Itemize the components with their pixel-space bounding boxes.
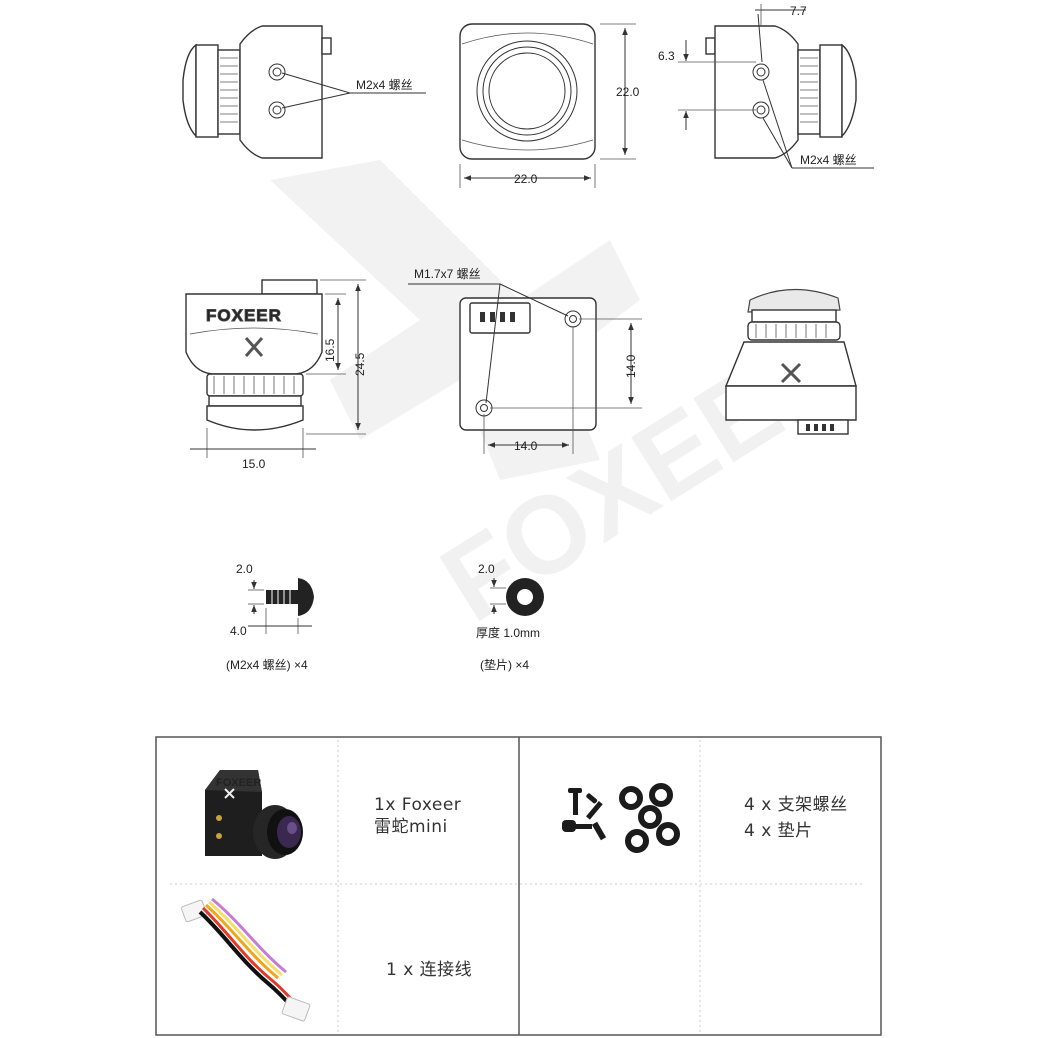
package-item-cable: 1 x 连接线 — [386, 960, 472, 980]
screw-caption: (M2x4 螺丝) ×4 — [226, 658, 308, 672]
side-view-left — [182, 25, 426, 159]
top-view-left — [185, 279, 366, 458]
cable-photo — [180, 897, 311, 1022]
camera-photo: FOXEER — [205, 770, 303, 859]
dim-width-mid: 15.0 — [242, 457, 266, 471]
screw-drawing — [248, 578, 314, 634]
front-view — [459, 23, 636, 188]
brand-label: FOXEER — [206, 306, 282, 325]
package-table — [155, 736, 882, 1036]
dim-hole-horizontal: 14.0 — [514, 439, 538, 453]
dim-height-total: 24.5 — [353, 352, 367, 376]
dim-screw-length: 4.0 — [230, 624, 247, 638]
dim-hole-vertical: 14.0 — [624, 354, 638, 378]
dim-washer: 2.0 — [478, 562, 495, 576]
dim-screw-head: 2.0 — [236, 562, 253, 576]
dim-height-short: 16.5 — [323, 338, 337, 362]
package-item-camera-line2: 雷蛇mini — [374, 817, 448, 837]
package-item-screws: 4 x 支架螺丝 — [744, 795, 848, 815]
washer-thickness: 厚度 1.0mm — [476, 625, 540, 640]
callout-m2x4-left: M2x4 螺丝 — [356, 78, 413, 92]
isometric-view — [724, 288, 857, 435]
hardware-photo — [562, 783, 680, 853]
callout-m17x7: M1.7x7 螺丝 — [414, 267, 481, 281]
callout-m2x4-right: M2x4 螺丝 — [800, 153, 857, 167]
dim-right-offset-top: 7.7 — [790, 4, 807, 18]
dim-right-offset-side: 6.3 — [658, 49, 675, 63]
side-view-right — [678, 4, 874, 169]
back-view — [408, 283, 642, 454]
dim-front-width: 22.0 — [514, 172, 538, 186]
dim-front-height: 22.0 — [616, 85, 640, 99]
package-item-camera-line1: 1x Foxeer — [374, 795, 461, 815]
camera-photo-brand: FOXEER — [216, 777, 261, 789]
package-item-washers: 4 x 垫片 — [744, 821, 813, 841]
washer-drawing — [490, 578, 544, 616]
washer-caption: (垫片) ×4 — [480, 657, 529, 672]
